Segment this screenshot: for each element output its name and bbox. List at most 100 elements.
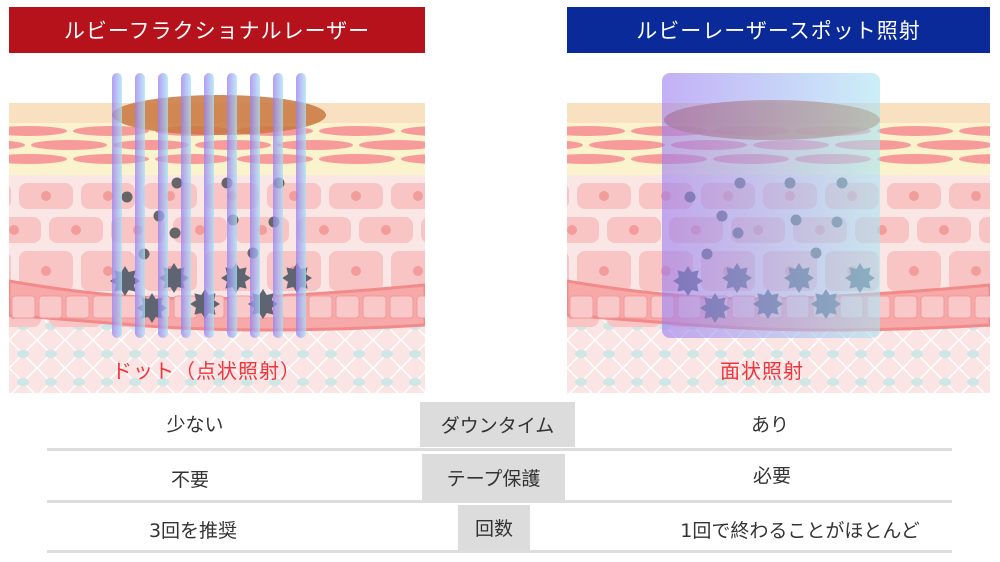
flat-cell <box>959 154 990 164</box>
skin-cell <box>391 251 425 291</box>
basal-cell <box>596 295 621 319</box>
skin-cell <box>9 217 41 243</box>
basal-cell <box>308 295 333 319</box>
basal-cell <box>65 295 90 319</box>
melanin-dot <box>171 177 183 189</box>
laser-dot-beam <box>135 73 145 338</box>
cell-nucleus <box>909 266 919 276</box>
laser-dot-beam <box>273 73 283 338</box>
basal-cell <box>416 295 425 319</box>
flat-cell <box>319 126 395 136</box>
flat-cell <box>959 126 990 136</box>
cell-nucleus <box>599 191 609 201</box>
cell-nucleus <box>41 191 51 201</box>
flat-cell <box>567 140 583 150</box>
spot-tape-protection: 必要 <box>752 465 792 487</box>
row-divider <box>47 448 952 451</box>
laser-dot-beam <box>112 73 122 338</box>
cell-nucleus <box>195 225 205 235</box>
flat-cell <box>401 126 425 136</box>
flat-cell <box>73 154 149 164</box>
laser-dot-beam <box>158 73 168 338</box>
skin-cell <box>391 183 425 209</box>
basal-cell <box>947 295 972 319</box>
fractional-laser-skin-illustration <box>9 73 425 393</box>
fractional-tape-protection: 不要 <box>170 469 210 491</box>
cell-nucleus <box>971 266 981 276</box>
basal-cell <box>920 295 945 319</box>
flat-cell <box>277 140 353 150</box>
skin-cell <box>421 218 425 242</box>
laser-dot-beam <box>204 73 214 338</box>
cell-nucleus <box>351 266 361 276</box>
cell-nucleus <box>71 225 81 235</box>
spot-sessions: 1回で終わることがほとんど <box>680 520 920 542</box>
cell-nucleus <box>351 191 361 201</box>
cell-nucleus <box>381 225 391 235</box>
row-divider <box>47 550 952 553</box>
cell-nucleus <box>319 225 329 235</box>
flat-cell <box>9 154 67 164</box>
flat-cell <box>359 140 425 150</box>
laser-dot-beam <box>181 73 191 338</box>
fractional-laser-title: ルビーフラクショナルレーザー <box>9 7 425 53</box>
basal-cell <box>389 295 414 319</box>
flat-cell <box>113 140 189 150</box>
laser-dot-beam <box>296 73 306 338</box>
cell-nucleus <box>567 225 577 235</box>
cell-nucleus <box>41 266 51 276</box>
flat-cell <box>401 154 425 164</box>
flat-cell <box>31 140 107 150</box>
basal-cell <box>569 295 594 319</box>
cell-nucleus <box>413 191 423 201</box>
flat-cell <box>73 126 149 136</box>
skin-cell <box>567 217 599 243</box>
label-tape-protection: テープ保護 <box>422 454 565 500</box>
melanin-dot <box>169 227 181 239</box>
basal-cell <box>11 295 36 319</box>
spot-laser-skin-illustration <box>567 73 990 393</box>
skin-cell <box>949 183 990 209</box>
spot-downtime: あり <box>750 414 790 436</box>
basal-cell <box>623 295 648 319</box>
cell-nucleus <box>9 225 19 235</box>
flat-cell <box>567 126 625 136</box>
fractional-downtime: 少ない <box>166 414 224 436</box>
cell-nucleus <box>413 266 423 276</box>
row-divider <box>47 500 952 503</box>
cell-nucleus <box>629 225 639 235</box>
spot-laser-title: ルビーレーザースポット照射 <box>567 7 990 53</box>
skin-cell <box>979 217 990 243</box>
surface-irradiation-caption: 面状照射 <box>720 359 804 383</box>
laser-dot-beam <box>250 73 260 338</box>
dot-irradiation-caption: ドット（点状照射） <box>112 359 301 383</box>
cell-nucleus <box>909 191 919 201</box>
laser-spot-beam <box>662 73 880 338</box>
cell-nucleus <box>939 225 949 235</box>
melanin-dot <box>121 191 133 203</box>
flat-cell <box>319 154 395 164</box>
flat-cell <box>877 154 953 164</box>
basal-cell <box>38 295 63 319</box>
flat-cell <box>877 126 953 136</box>
flat-cell <box>9 140 25 150</box>
basal-cell <box>974 295 990 319</box>
flat-cell <box>917 140 990 150</box>
label-downtime: ダウンタイム <box>420 402 575 447</box>
flat-cell <box>567 154 625 164</box>
skin-cell <box>567 185 569 207</box>
fractional-sessions: 3回を推奨 <box>148 520 238 542</box>
flat-cell <box>9 126 67 136</box>
cell-nucleus <box>971 191 981 201</box>
basal-cell <box>335 295 360 319</box>
basal-cell <box>362 295 387 319</box>
flat-cell <box>589 140 665 150</box>
skin-cell <box>949 251 990 291</box>
skin-cell <box>9 185 11 207</box>
laser-dot-beam <box>227 73 237 338</box>
cell-nucleus <box>103 191 113 201</box>
cell-nucleus <box>599 266 609 276</box>
basal-cell <box>893 295 918 319</box>
cell-nucleus <box>103 266 113 276</box>
label-sessions: 回数 <box>458 505 530 550</box>
